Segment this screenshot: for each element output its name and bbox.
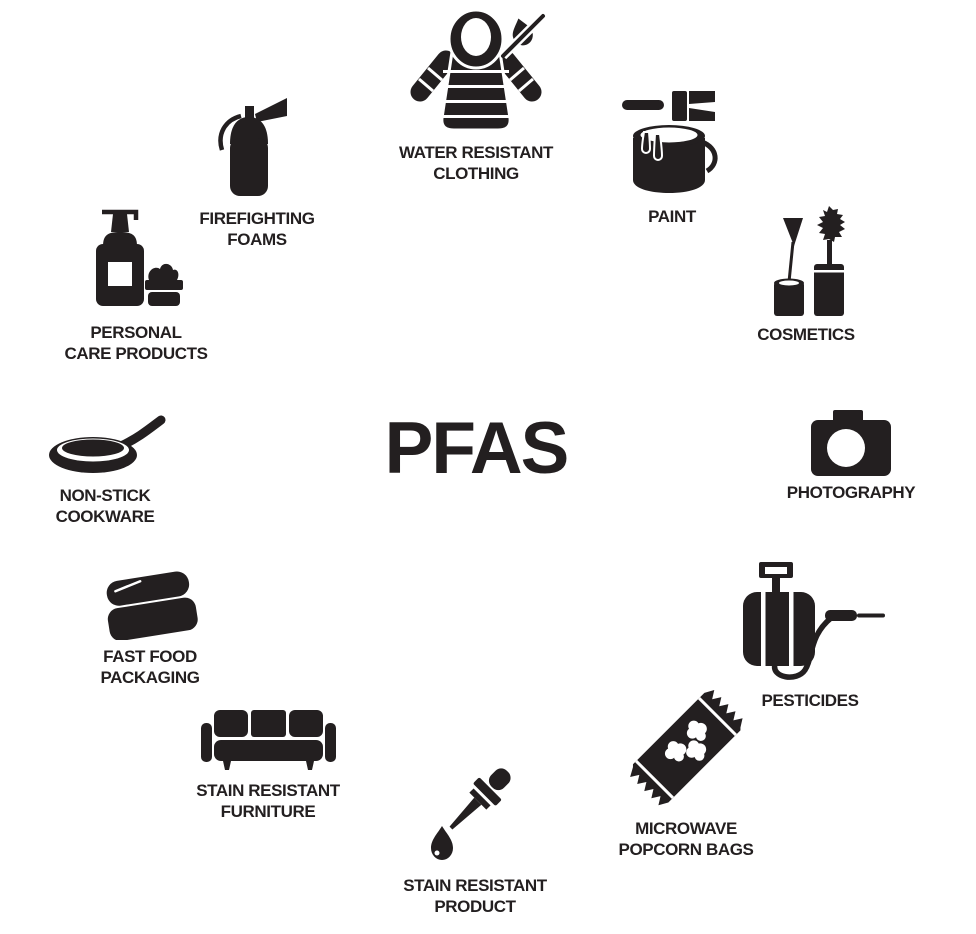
- item-pesticides: PESTICIDES: [735, 562, 885, 711]
- item-fast-food-packaging: FAST FOOD PACKAGING: [85, 570, 215, 688]
- item-label-stain-resistant-furniture: STAIN RESISTANT FURNITURE: [196, 781, 340, 821]
- item-label-cosmetics: COSMETICS: [757, 325, 855, 344]
- item-label-personal-care-products: PERSONAL CARE PRODUCTS: [64, 323, 208, 363]
- item-label-photography: PHOTOGRAPHY: [786, 483, 916, 502]
- item-label-microwave-popcorn-bags: MICROWAVE POPCORN BAGS: [618, 819, 754, 859]
- sofa-icon: [200, 710, 336, 774]
- dropper-icon: [420, 764, 530, 869]
- item-water-resistant-clothing: WATER RESISTANT CLOTHING: [391, 10, 561, 184]
- item-photography: PHOTOGRAPHY: [781, 410, 921, 503]
- item-label-paint: PAINT: [648, 207, 696, 226]
- fire-extinguisher-icon: [209, 90, 305, 196]
- page-title: PFAS: [384, 408, 570, 489]
- item-non-stick-cookware: NON-STICK COOKWARE: [40, 413, 170, 527]
- frying-pan-icon: [43, 413, 168, 481]
- item-label-pesticides: PESTICIDES: [761, 691, 859, 710]
- item-stain-resistant-product: STAIN RESISTANT PRODUCT: [390, 764, 560, 917]
- paint-can-icon: [622, 88, 722, 200]
- bottles-icon: [89, 204, 184, 306]
- item-firefighting-foams: FIREFIGHTING FOAMS: [182, 90, 332, 250]
- item-label-firefighting-foams: FIREFIGHTING FOAMS: [199, 209, 315, 249]
- item-label-fast-food-packaging: FAST FOOD PACKAGING: [100, 647, 200, 687]
- item-label-stain-resistant-product: STAIN RESISTANT PRODUCT: [403, 876, 547, 916]
- popcorn-bag-icon: [619, 682, 754, 814]
- jacket-icon: [406, 10, 546, 136]
- item-stain-resistant-furniture: STAIN RESISTANT FURNITURE: [183, 710, 353, 822]
- item-label-water-resistant-clothing: WATER RESISTANT CLOTHING: [399, 143, 553, 183]
- sprayer-icon: [735, 562, 885, 682]
- item-microwave-popcorn-bags: MICROWAVE POPCORN BAGS: [606, 682, 766, 860]
- item-label-non-stick-cookware: NON-STICK COOKWARE: [55, 486, 155, 526]
- food-container-icon: [102, 570, 198, 640]
- item-cosmetics: COSMETICS: [741, 206, 871, 345]
- cosmetics-icon: [764, 206, 848, 318]
- item-personal-care-products: PERSONAL CARE PRODUCTS: [61, 204, 211, 364]
- item-paint: PAINT: [612, 88, 732, 227]
- camera-icon: [811, 410, 891, 476]
